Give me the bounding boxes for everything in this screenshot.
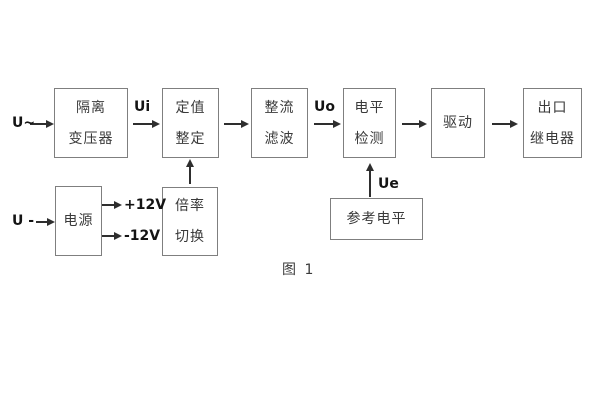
box-setting-adjust-line2: 整定 [175,130,206,147]
box-ratio-switch: 倍率 切换 [162,187,218,256]
box-isolation-transformer-line1: 隔离 [76,99,106,116]
box-output-relay-line2: 继电器 [530,130,575,147]
box-output-relay: 出口 继电器 [523,88,582,158]
box-level-detect: 电平 检测 [343,88,396,158]
arrow-uo-icon [314,120,341,128]
box-level-detect-line1: 电平 [354,99,385,116]
box-rectify-filter-line2: 滤波 [264,130,295,147]
box-isolation-transformer-line2: 变压器 [68,130,114,147]
figure-caption: 图 1 [282,262,316,278]
box-setting-adjust-line1: 定值 [175,99,206,116]
label-rail-pos: +12V [124,197,167,213]
label-signal-ui: Ui [134,99,151,115]
box-level-detect-line2: 检测 [354,130,385,147]
box-drive: 驱动 [431,88,485,158]
arrow-ui-icon [133,120,160,128]
arrow-setting-to-rectify-icon [224,120,249,128]
box-isolation-transformer: 隔离 变压器 [54,88,128,158]
box-ratio-switch-line2: 切换 [175,229,205,245]
label-input-ac: U~ [12,115,36,131]
box-reference-level-line1: 参考电平 [346,211,407,227]
arrow-detect-to-drive-icon [402,120,427,128]
arrow-rail-neg-icon [102,232,122,240]
label-input-dc: U - [12,213,35,229]
box-output-relay-line1: 出口 [537,99,568,116]
box-rectify-filter-line1: 整流 [264,99,295,116]
box-ratio-switch-line1: 倍率 [175,198,205,214]
arrow-rail-pos-icon [102,201,122,209]
arrow-drive-to-relay-icon [492,120,518,128]
box-power-supply-line1: 电源 [63,213,94,229]
arrow-input-ac-icon [30,120,54,128]
box-power-supply: 电源 [55,186,102,256]
arrow-input-dc-icon [36,218,55,226]
box-drive-line1: 驱动 [443,115,473,131]
label-signal-ue: Ue [378,176,399,192]
box-reference-level: 参考电平 [330,198,423,240]
label-signal-uo: Uo [314,99,335,115]
box-rectify-filter: 整流 滤波 [251,88,308,158]
arrow-ratio-to-setting-icon [186,159,194,184]
label-rail-neg: -12V [124,228,161,244]
box-setting-adjust: 定值 整定 [162,88,219,158]
arrow-ue-icon [366,163,374,197]
